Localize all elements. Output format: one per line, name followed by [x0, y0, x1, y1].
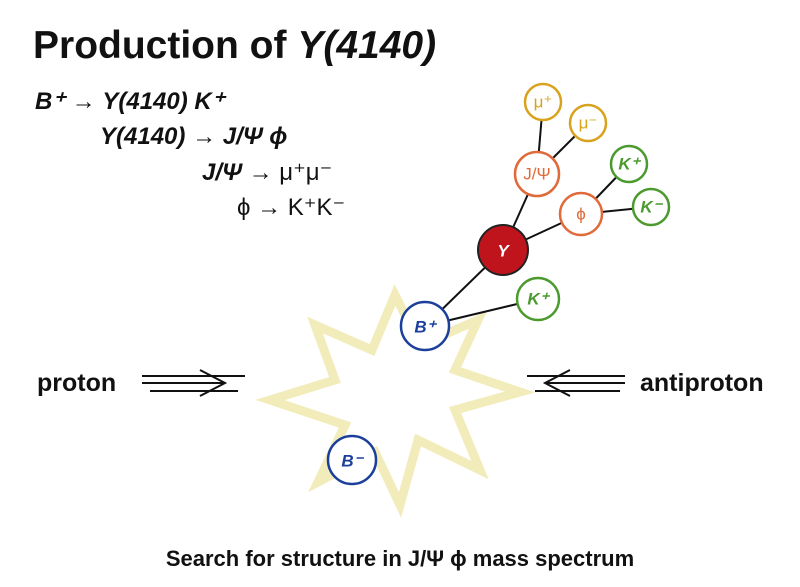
svg-text:K⁺: K⁺	[618, 155, 641, 174]
node-jpsi: J/Ψ	[513, 150, 561, 198]
equation-2: Y(4140) → J/Ψ ϕ	[100, 123, 287, 150]
proton-label: proton	[37, 369, 116, 397]
arrow-right-icon	[199, 369, 228, 397]
caption: Search for structure in J/Ψ ϕ mass spect…	[166, 546, 634, 571]
node-phi: ϕ	[558, 191, 604, 237]
page-title: Production of Y(4140)	[33, 24, 436, 67]
proton-beam: proton	[37, 369, 245, 397]
node-b-plus: B⁺	[399, 300, 451, 352]
node-mu-plus: μ⁺	[523, 82, 563, 122]
svg-text:ϕ: ϕ	[576, 205, 586, 224]
node-y: Y	[477, 224, 529, 276]
node-k-plus-phi: K⁺	[609, 144, 649, 184]
svg-text:B⁺: B⁺	[414, 318, 437, 337]
node-k-plus-b: K⁺	[515, 276, 561, 322]
antiproton-beam: antiproton	[527, 369, 764, 397]
svg-text:K⁻: K⁻	[640, 198, 663, 217]
svg-text:μ⁺: μ⁺	[534, 93, 553, 112]
arrow-left-icon	[542, 369, 571, 397]
svg-text:Y: Y	[497, 242, 510, 261]
svg-text:J/Ψ: J/Ψ	[523, 165, 550, 184]
node-k-minus: K⁻	[631, 187, 671, 227]
equation-4: ϕ → K⁺K⁻	[237, 194, 345, 221]
decay-equations: B⁺ → Y(4140) K⁺ Y(4140) → J/Ψ ϕ J/Ψ → μ⁺…	[35, 88, 345, 221]
collision-star	[255, 284, 536, 518]
equation-3: J/Ψ → μ⁺μ⁻	[202, 159, 332, 186]
svg-text:K⁺: K⁺	[527, 290, 550, 309]
particle-nodes: μ⁺ μ⁻ J/Ψ ϕ K⁺ K⁻ Y K⁺ B⁺ B⁻	[326, 82, 671, 486]
antiproton-label: antiproton	[640, 369, 764, 397]
svg-text:B⁻: B⁻	[341, 452, 364, 471]
equation-1: B⁺ → Y(4140) K⁺	[35, 88, 227, 115]
node-b-minus: B⁻	[326, 434, 378, 486]
node-mu-minus: μ⁻	[568, 103, 608, 143]
svg-text:μ⁻: μ⁻	[579, 114, 598, 133]
